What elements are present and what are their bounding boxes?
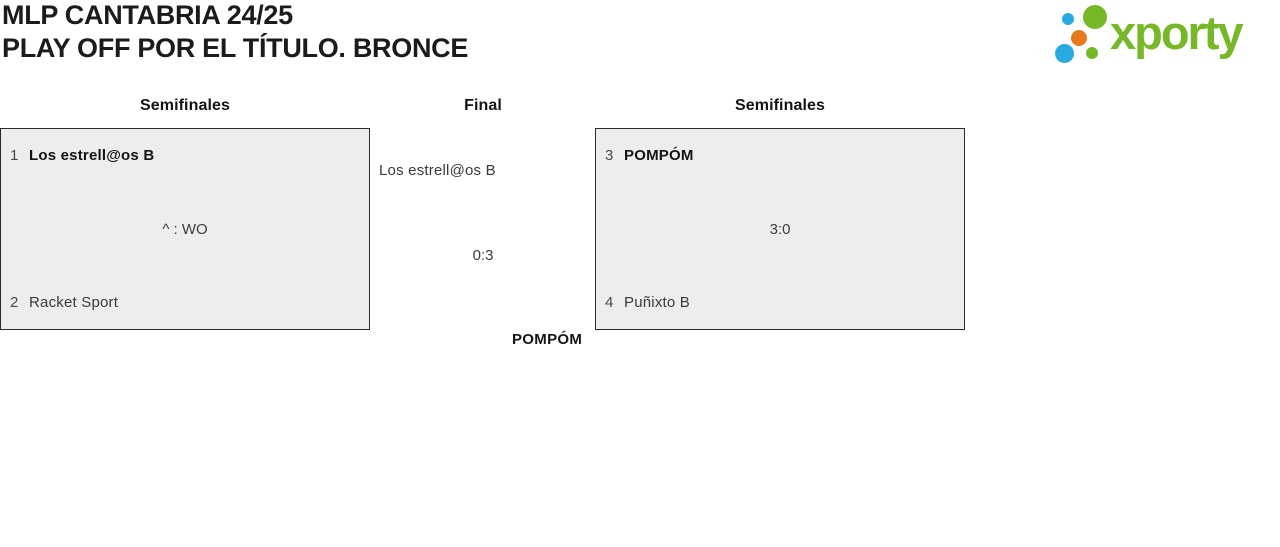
logo-dot-blue-large-icon (1055, 44, 1074, 63)
seed-number: 3 (605, 147, 614, 164)
logo-dot-green-small-icon (1086, 47, 1098, 59)
team-name: Racket Sport (29, 294, 119, 311)
xporty-logo[interactable]: xporty (1050, 0, 1275, 72)
team-row: 4 Puñixto B (596, 293, 964, 312)
team-name: POMPÓM (624, 147, 694, 164)
seed-number: 1 (10, 147, 19, 164)
team-row: 2 Racket Sport (1, 293, 369, 312)
seed-number: 2 (10, 294, 19, 311)
team-name: Puñixto B (624, 294, 691, 311)
match-score: ^ : WO (162, 220, 208, 238)
match-semifinal-2: 3 POMPÓM 3:0 4 Puñixto B (595, 128, 965, 330)
team-row: 3 POMPÓM (596, 146, 964, 165)
tournament-title: MLP CANTABRIA 24/25 PLAY OFF POR EL TÍTU… (2, 0, 468, 65)
xporty-logo-text: xporty (1110, 6, 1244, 59)
final-score: 0:3 (472, 247, 494, 264)
final-team-1: Los estrell@os B (379, 162, 496, 179)
logo-dot-orange-icon (1071, 30, 1087, 46)
round-header-final: Final (464, 97, 502, 114)
round-header-semifinals-right: Semifinales (734, 97, 826, 114)
phase-name: PLAY OFF POR EL TÍTULO. BRONCE (2, 33, 469, 63)
team-row: 1 Los estrell@os B (1, 146, 369, 165)
seed-number: 4 (605, 294, 614, 311)
match-semifinal-1: 1 Los estrell@os B ^ : WO 2 Racket Sport (0, 128, 370, 330)
round-header-semifinals-left: Semifinales (139, 97, 231, 114)
match-score: 3:0 (769, 220, 791, 238)
team-name: Los estrell@os B (29, 147, 155, 164)
bronze-winner: POMPÓM (512, 331, 583, 348)
logo-dot-green-large-icon (1083, 5, 1107, 29)
logo-dot-blue-small-icon (1062, 13, 1074, 25)
tournament-name: MLP CANTABRIA 24/25 (2, 0, 293, 30)
